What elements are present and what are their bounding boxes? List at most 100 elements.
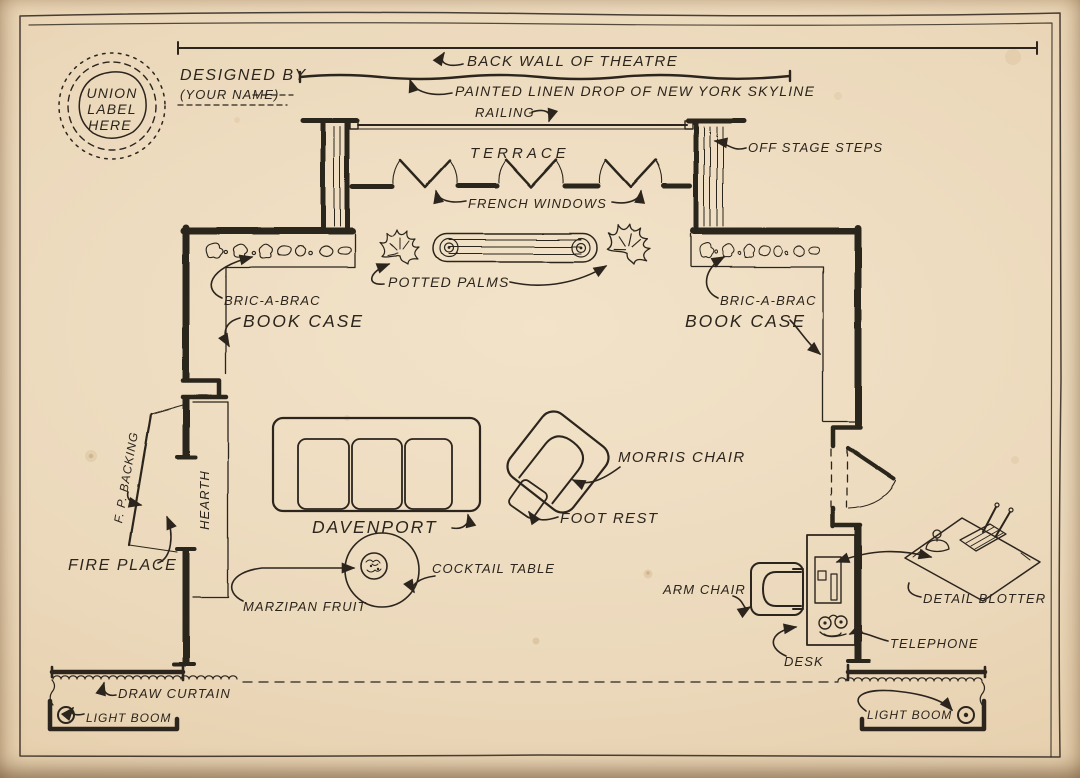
stamp-text-line1: UNION bbox=[86, 85, 137, 101]
fp-backing-line bbox=[127, 412, 153, 547]
stage-door bbox=[830, 446, 897, 509]
leader-footrest bbox=[528, 510, 559, 526]
draw-curtain-left bbox=[49, 663, 238, 706]
your-name-label: (YOUR NAME) bbox=[180, 87, 280, 102]
stamp-text-line3: HERE bbox=[88, 117, 132, 133]
label-light-boom-left: LIGHT BOOM bbox=[86, 711, 171, 725]
leader-fp-backing bbox=[126, 491, 143, 508]
your-name-underline bbox=[177, 94, 294, 106]
leader-telephone bbox=[848, 623, 889, 642]
leader-desk bbox=[772, 623, 798, 657]
leader-marzipan bbox=[231, 562, 356, 602]
designed-by-label: DESIGNED BY bbox=[180, 67, 307, 84]
leader-morris bbox=[571, 466, 621, 491]
draw-curtain-right bbox=[837, 663, 988, 707]
label-fp-backing: F. P. BACKING bbox=[111, 430, 141, 524]
plan-labels: BACK WALL OF THEATRE PAINTED LINEN DROP … bbox=[68, 53, 1046, 725]
morris-chair bbox=[506, 410, 610, 514]
terrace-left-wall bbox=[300, 118, 360, 231]
label-painted-drop: PAINTED LINEN DROP OF NEW YORK SKYLINE bbox=[455, 83, 815, 99]
foot-rest bbox=[508, 479, 548, 519]
stamp-text-line2: LABEL bbox=[87, 101, 137, 117]
leader-french-left bbox=[433, 189, 467, 205]
leader-detail-blotter bbox=[907, 582, 922, 598]
label-draw-curtain: DRAW CURTAIN bbox=[118, 686, 231, 701]
marzipan-fruit-bowl bbox=[360, 552, 388, 580]
label-back-wall: BACK WALL OF THEATRE bbox=[467, 53, 678, 70]
union-label-stamp: UNION LABEL HERE bbox=[58, 52, 166, 160]
back-wall-line bbox=[177, 41, 1038, 55]
door-swing-arc bbox=[848, 480, 897, 509]
label-bric-a-brac-right: BRIC-A-BRAC bbox=[720, 293, 817, 308]
sheet-border bbox=[19, 11, 1062, 758]
bric-a-brac-left-shelf bbox=[205, 242, 352, 259]
leader-palm-right bbox=[509, 265, 608, 286]
fireplace bbox=[127, 404, 184, 553]
label-bric-a-brac-left: BRIC-A-BRAC bbox=[224, 293, 321, 308]
painted-drop-line bbox=[298, 69, 792, 84]
offstage-steps bbox=[703, 126, 724, 227]
leader-painted-drop bbox=[408, 78, 453, 96]
leader-light-boom-right bbox=[857, 689, 954, 712]
detail-blotter bbox=[904, 502, 1041, 602]
label-light-boom-right: LIGHT BOOM bbox=[867, 708, 952, 722]
leader-cocktail bbox=[403, 575, 436, 594]
stamp-outer-ring bbox=[58, 52, 166, 160]
leader-blotter-link bbox=[835, 548, 933, 563]
label-potted-palms: POTTED PALMS bbox=[388, 274, 510, 290]
terrace-right-wall bbox=[685, 118, 747, 231]
leader-lines bbox=[60, 51, 954, 721]
label-french-windows: FRENCH WINDOWS bbox=[468, 196, 607, 211]
label-cocktail-table: COCKTAIL TABLE bbox=[432, 561, 555, 576]
leader-light-boom-left bbox=[60, 706, 85, 721]
leader-offstage-steps bbox=[713, 137, 747, 150]
scroll-step bbox=[432, 233, 598, 263]
leader-bric-right bbox=[705, 256, 726, 299]
label-book-case-right: BOOK CASE bbox=[685, 311, 806, 331]
designed-by-block: DESIGNED BY (YOUR NAME) bbox=[177, 67, 307, 106]
label-davenport: DAVENPORT bbox=[312, 517, 438, 537]
light-boom-right bbox=[859, 698, 987, 732]
label-hearth: HEARTH bbox=[197, 470, 212, 530]
bric-a-brac-right-shelf bbox=[699, 242, 821, 259]
label-detail-blotter: DETAIL BLOTTER bbox=[923, 591, 1046, 606]
label-arm-chair: ARM CHAIR bbox=[662, 582, 746, 597]
davenport bbox=[271, 416, 482, 513]
set-walls bbox=[127, 118, 897, 666]
label-fire-place: FIRE PLACE bbox=[68, 557, 177, 574]
leader-palm-left bbox=[371, 263, 391, 285]
stamp-middle-ring bbox=[67, 61, 157, 151]
theatre-lines bbox=[177, 41, 1038, 130]
right-wall bbox=[830, 224, 871, 663]
leader-davenport bbox=[451, 513, 477, 530]
potted-palm-right bbox=[602, 219, 655, 268]
leader-bookcase-left bbox=[218, 317, 241, 348]
telephone bbox=[818, 614, 848, 638]
label-desk: DESK bbox=[784, 654, 824, 669]
desk bbox=[806, 534, 856, 646]
label-book-case-left: BOOK CASE bbox=[243, 311, 364, 331]
leader-railing bbox=[531, 107, 559, 123]
french-windows bbox=[349, 158, 693, 189]
left-wall bbox=[172, 224, 229, 666]
leader-bookcase-right bbox=[789, 319, 822, 355]
leader-back-wall bbox=[432, 51, 464, 67]
label-off-stage-steps: OFF STAGE STEPS bbox=[748, 140, 883, 155]
desk-blotter bbox=[814, 556, 842, 604]
label-terrace: TERRACE bbox=[470, 145, 570, 162]
bookcase-right bbox=[690, 233, 856, 422]
leader-bric-left bbox=[210, 254, 254, 299]
potted-palm-left bbox=[379, 229, 420, 265]
leader-fireplace bbox=[157, 515, 177, 564]
leader-french-right bbox=[611, 189, 646, 204]
label-morris-chair: MORRIS CHAIR bbox=[618, 449, 746, 466]
stamp-inner-ring bbox=[78, 71, 147, 139]
label-marzipan-fruit: MARZIPAN FRUIT bbox=[243, 599, 367, 614]
label-telephone: TELEPHONE bbox=[890, 636, 979, 651]
label-foot-rest: FOOT REST bbox=[560, 510, 659, 527]
inkwell bbox=[925, 529, 950, 553]
hearth bbox=[192, 401, 229, 598]
leader-armchair bbox=[732, 595, 752, 619]
